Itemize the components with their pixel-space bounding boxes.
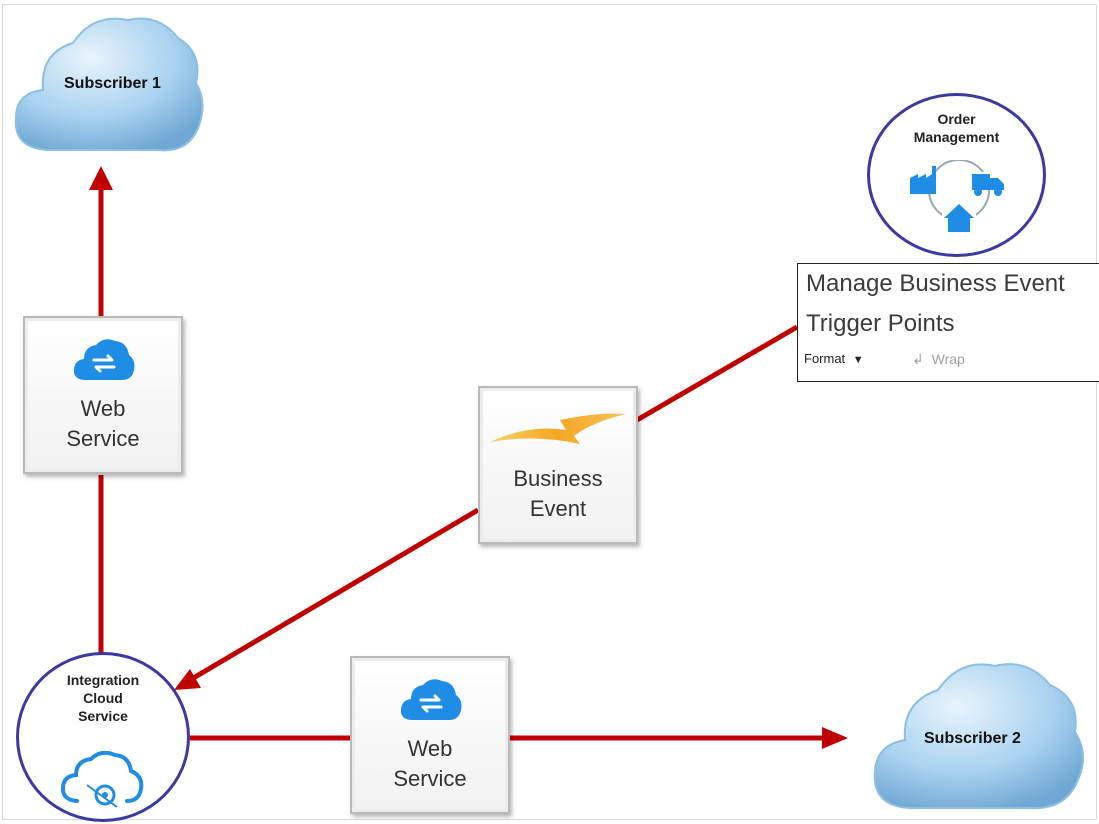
order-management-line1: Order <box>937 111 976 127</box>
cloud-subscriber-1-icon <box>14 17 204 152</box>
business-event-line1: Business <box>513 466 603 491</box>
web-service-node-top: Web Service <box>23 316 183 474</box>
format-dropdown[interactable]: Format ▼ <box>804 351 864 366</box>
diagram-frame <box>2 4 1097 820</box>
arrowhead-right <box>822 727 848 749</box>
wrap-button[interactable]: ↲ Wrap <box>912 351 965 368</box>
ics-line2: Cloud <box>83 690 123 706</box>
connectors <box>98 188 825 741</box>
panel-title-line2: Trigger Points <box>806 310 955 337</box>
wrap-label: Wrap <box>931 351 965 367</box>
connector-event-to-ics <box>188 507 480 683</box>
arrowhead-up <box>89 166 113 190</box>
business-event-node: Business Event <box>478 386 638 544</box>
connector-panel-to-event <box>635 324 799 423</box>
format-label: Format <box>804 351 846 366</box>
web-service-top-line2: Service <box>66 426 140 451</box>
ics-line1: Integration <box>66 672 140 688</box>
manage-business-event-panel: Manage Business Event Trigger Points For… <box>797 263 1099 382</box>
panel-title-line1: Manage Business Event <box>806 270 1065 297</box>
order-management-node: Order Management <box>867 93 1046 257</box>
cloud-subscriber-2-icon <box>873 663 1084 810</box>
cloud-exchange-icon <box>73 339 135 380</box>
web-service-bottom-line2: Service <box>393 766 467 791</box>
web-service-bottom-line1: Web <box>407 736 453 761</box>
business-event-line2: Event <box>529 496 587 521</box>
ics-line3: Service <box>78 708 128 724</box>
subscriber-1-label: Subscriber 1 <box>64 75 161 92</box>
wrap-arrow-icon: ↲ <box>912 351 924 367</box>
subscriber-2-label: Subscriber 2 <box>924 730 1021 747</box>
web-service-top-line1: Web <box>80 396 126 421</box>
integration-cloud-service-node: Integration Cloud Service <box>16 652 190 822</box>
arrowhead-to-ics <box>174 669 201 690</box>
cloud-exchange-icon <box>400 679 462 720</box>
cloud-gear-icon <box>60 751 144 808</box>
web-service-node-bottom: Web Service <box>350 656 510 814</box>
order-management-line2: Management <box>913 129 1000 145</box>
factory-truck-house-cycle-icon <box>908 160 1004 236</box>
caret-down-icon: ▼ <box>852 354 864 366</box>
arrowheads <box>89 166 848 749</box>
lightning-icon <box>490 413 626 444</box>
